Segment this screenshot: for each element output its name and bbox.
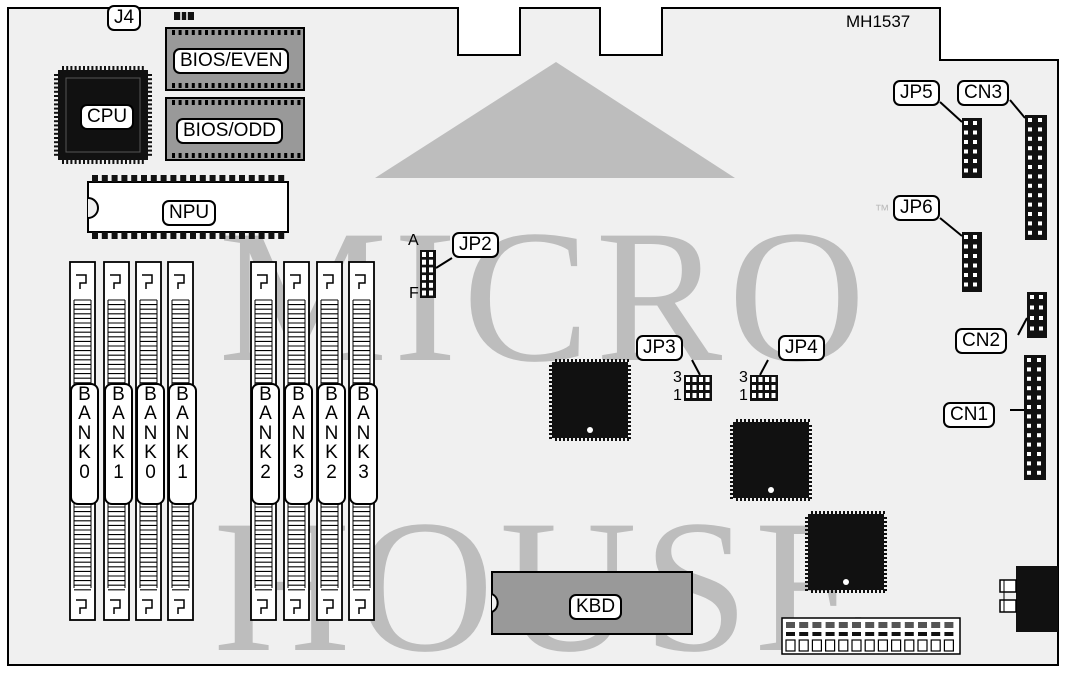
jp3-pin-1: 1	[673, 387, 682, 404]
jp6-label: JP6	[893, 195, 940, 221]
cn3-label: CN3	[957, 80, 1010, 106]
bios-odd-label: BIOS/ODD	[176, 118, 283, 144]
jp4-pin-3: 3	[739, 369, 748, 386]
keyboard-din-connector	[1016, 566, 1058, 632]
bios-even-label: BIOS/EVEN	[173, 48, 290, 74]
npu-label: NPU	[162, 200, 217, 226]
jp4-pin-1: 1	[739, 387, 748, 404]
npu-pins	[92, 175, 285, 239]
bottom-connector	[781, 617, 961, 655]
board-id: MH1537	[846, 12, 910, 31]
jp3-label: JP3	[636, 335, 683, 361]
cn2-label: CN2	[955, 328, 1008, 354]
jp5-label: JP5	[893, 80, 940, 106]
bios-pins	[172, 30, 301, 158]
jp2-pin-f: F	[409, 285, 419, 302]
kbd-label: KBD	[569, 594, 623, 620]
cpu-pins	[54, 66, 152, 164]
jp4-label: JP4	[778, 335, 825, 361]
jp3-pin-3: 3	[673, 369, 682, 386]
watermark-roof	[375, 62, 735, 178]
plcc-chips	[549, 359, 887, 593]
cpu-label: CPU	[80, 104, 135, 130]
j4-label: J4	[107, 5, 142, 31]
jp2-pin-a: A	[408, 232, 419, 249]
jp2-label: JP2	[452, 232, 499, 258]
j4-jumper	[174, 12, 194, 20]
trademark-symbol: ™	[875, 202, 890, 219]
cn1-label: CN1	[943, 402, 996, 428]
